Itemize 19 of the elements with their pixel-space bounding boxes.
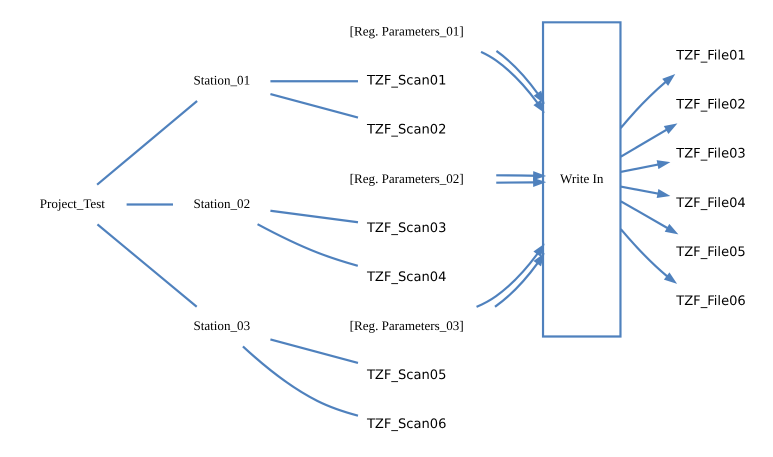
node-text: TZF_Scan03 (366, 220, 446, 236)
node-text: TZF_Scan06 (366, 417, 446, 432)
node-text: Project_Test (40, 196, 105, 211)
node-text: [Reg. Parameters_02] (350, 170, 464, 186)
node-text: Station_02 (193, 196, 250, 211)
node-text: TZF_File01 (676, 48, 746, 64)
node-text: TZF_Scan02 (366, 122, 446, 138)
node-text: TZF_Scan05 (366, 368, 446, 384)
node-text: TZF_File06 (676, 294, 746, 309)
node-text: TZF_Scan01 (366, 74, 446, 89)
node-text: TZF_File05 (676, 244, 746, 260)
node-text: Station_03 (193, 318, 250, 334)
node-text: TZF_Scan04 (366, 270, 446, 285)
node-text: TZF_File03 (676, 146, 746, 162)
node-text: Station_01 (193, 72, 250, 88)
node-text: [Reg. Parameters_03] (350, 318, 464, 334)
node-text: [Reg. Parameters_01] (350, 24, 464, 39)
node-text: TZF_File04 (676, 196, 746, 211)
node-text: TZF_File02 (676, 98, 746, 113)
